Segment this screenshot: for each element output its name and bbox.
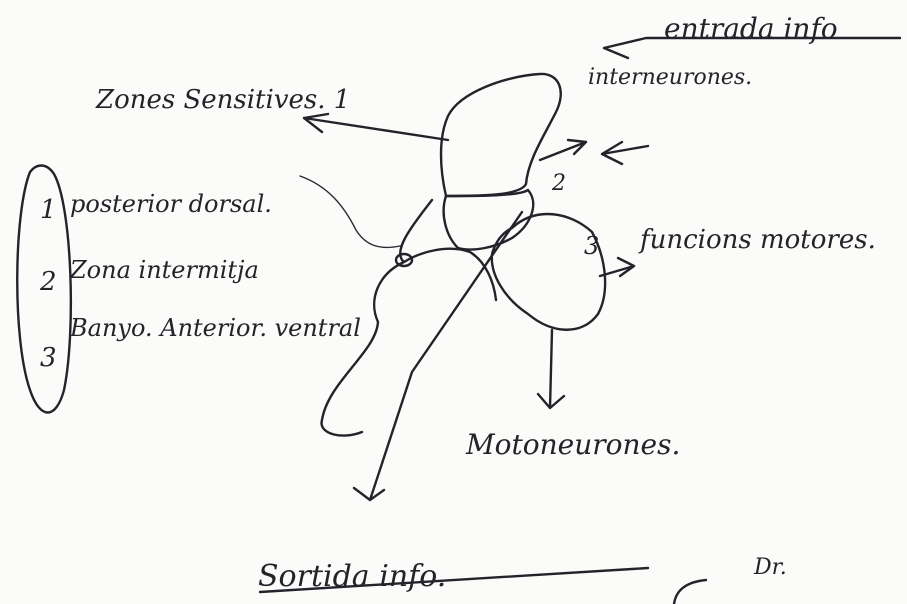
legend-item-3: Banyo. Anterior. ventral	[69, 314, 361, 342]
arrow-funcions	[600, 258, 634, 276]
dr-label: Dr.	[753, 555, 787, 580]
intermediate-zone-region	[444, 190, 534, 250]
legend-item-2: Zona intermitja	[69, 256, 259, 284]
legend-item-1: posterior dorsal.	[70, 190, 272, 218]
zones-sensitives-label: Zones Sensitives. 1	[95, 85, 350, 115]
legend-number-3: 3	[40, 343, 57, 373]
legend-number-2: 2	[39, 267, 57, 297]
arrow-motoneurones	[538, 330, 564, 408]
arrow-interneurones	[540, 140, 586, 160]
region-label-2: 2	[551, 171, 566, 196]
entrada-info-label: entrada info	[664, 12, 838, 45]
sortida-info-label: Sortida info.	[258, 559, 446, 594]
funcions-motores-label: funcions motores.	[638, 225, 876, 255]
region-label-3: 3	[584, 232, 599, 260]
curve-bottom-right	[674, 580, 706, 604]
legend-number-1: 1	[40, 195, 57, 225]
arrow-right-small	[602, 142, 648, 164]
line-legend-to-cord	[300, 176, 400, 247]
dorsal-horn-region	[441, 74, 561, 196]
arrow-to-zones	[304, 114, 448, 140]
motoneurones-label: Motoneurones.	[465, 428, 680, 461]
interneurones-label: interneurones.	[588, 65, 752, 90]
